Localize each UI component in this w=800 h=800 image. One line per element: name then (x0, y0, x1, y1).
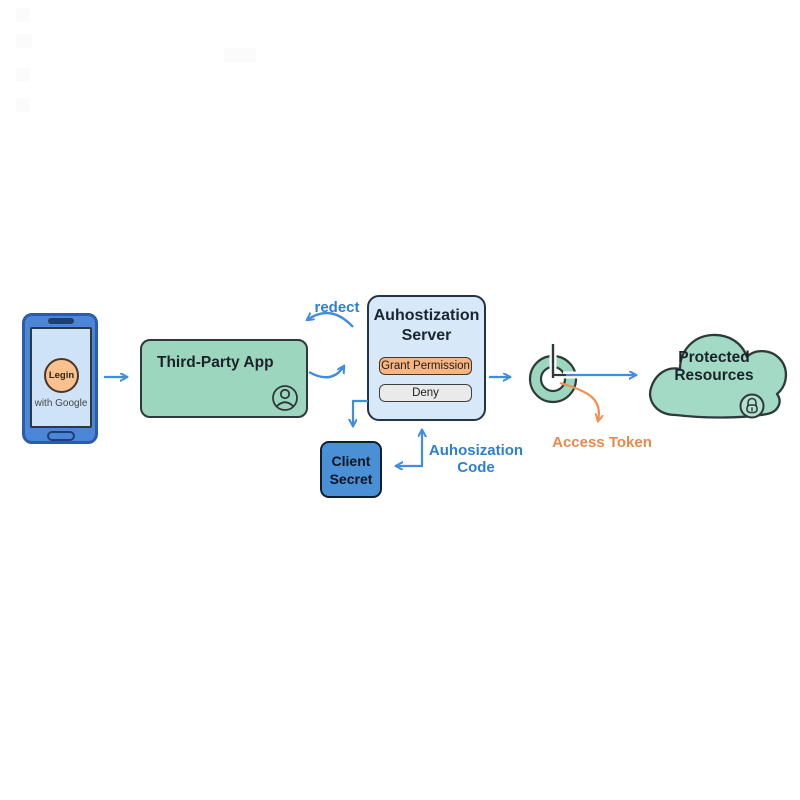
access-token-label: Access Token (552, 434, 652, 451)
third-party-app-box (140, 339, 308, 418)
phone-speaker-icon (48, 318, 74, 324)
grant-permission-label: Grant Permission (381, 360, 470, 372)
third-party-app-label: Third-Party App (157, 354, 274, 371)
phone-home-button (47, 431, 75, 441)
arrow-auth-to-client-secret (353, 399, 368, 426)
redirect-loop-bottom-arc (308, 366, 344, 379)
grant-permission-button[interactable]: Grant Permission (379, 357, 472, 375)
redirect-label: redect (314, 299, 360, 316)
deny-label: Deny (412, 387, 439, 399)
protected-resources-label: Protected Resources (674, 349, 754, 384)
login-button-label: Legin (48, 370, 75, 381)
deny-button[interactable]: Deny (379, 384, 472, 402)
token-icon (528, 344, 579, 404)
artifact-square (224, 48, 256, 63)
authorization-server-title: Auhostization Server (373, 307, 480, 344)
client-secret-box: Client Secret (320, 441, 382, 498)
artifact-square (16, 98, 30, 112)
arrow-access-token (559, 381, 599, 421)
with-google-label: with Google (34, 398, 88, 409)
artifact-square (16, 8, 30, 22)
login-button[interactable]: Legin (44, 358, 79, 393)
authorization-code-label: Auhosization Code (428, 442, 524, 476)
lock-icon (739, 393, 765, 419)
artifact-square (16, 34, 32, 48)
artifact-square (16, 68, 30, 82)
client-secret-label: Client Secret (329, 452, 373, 487)
